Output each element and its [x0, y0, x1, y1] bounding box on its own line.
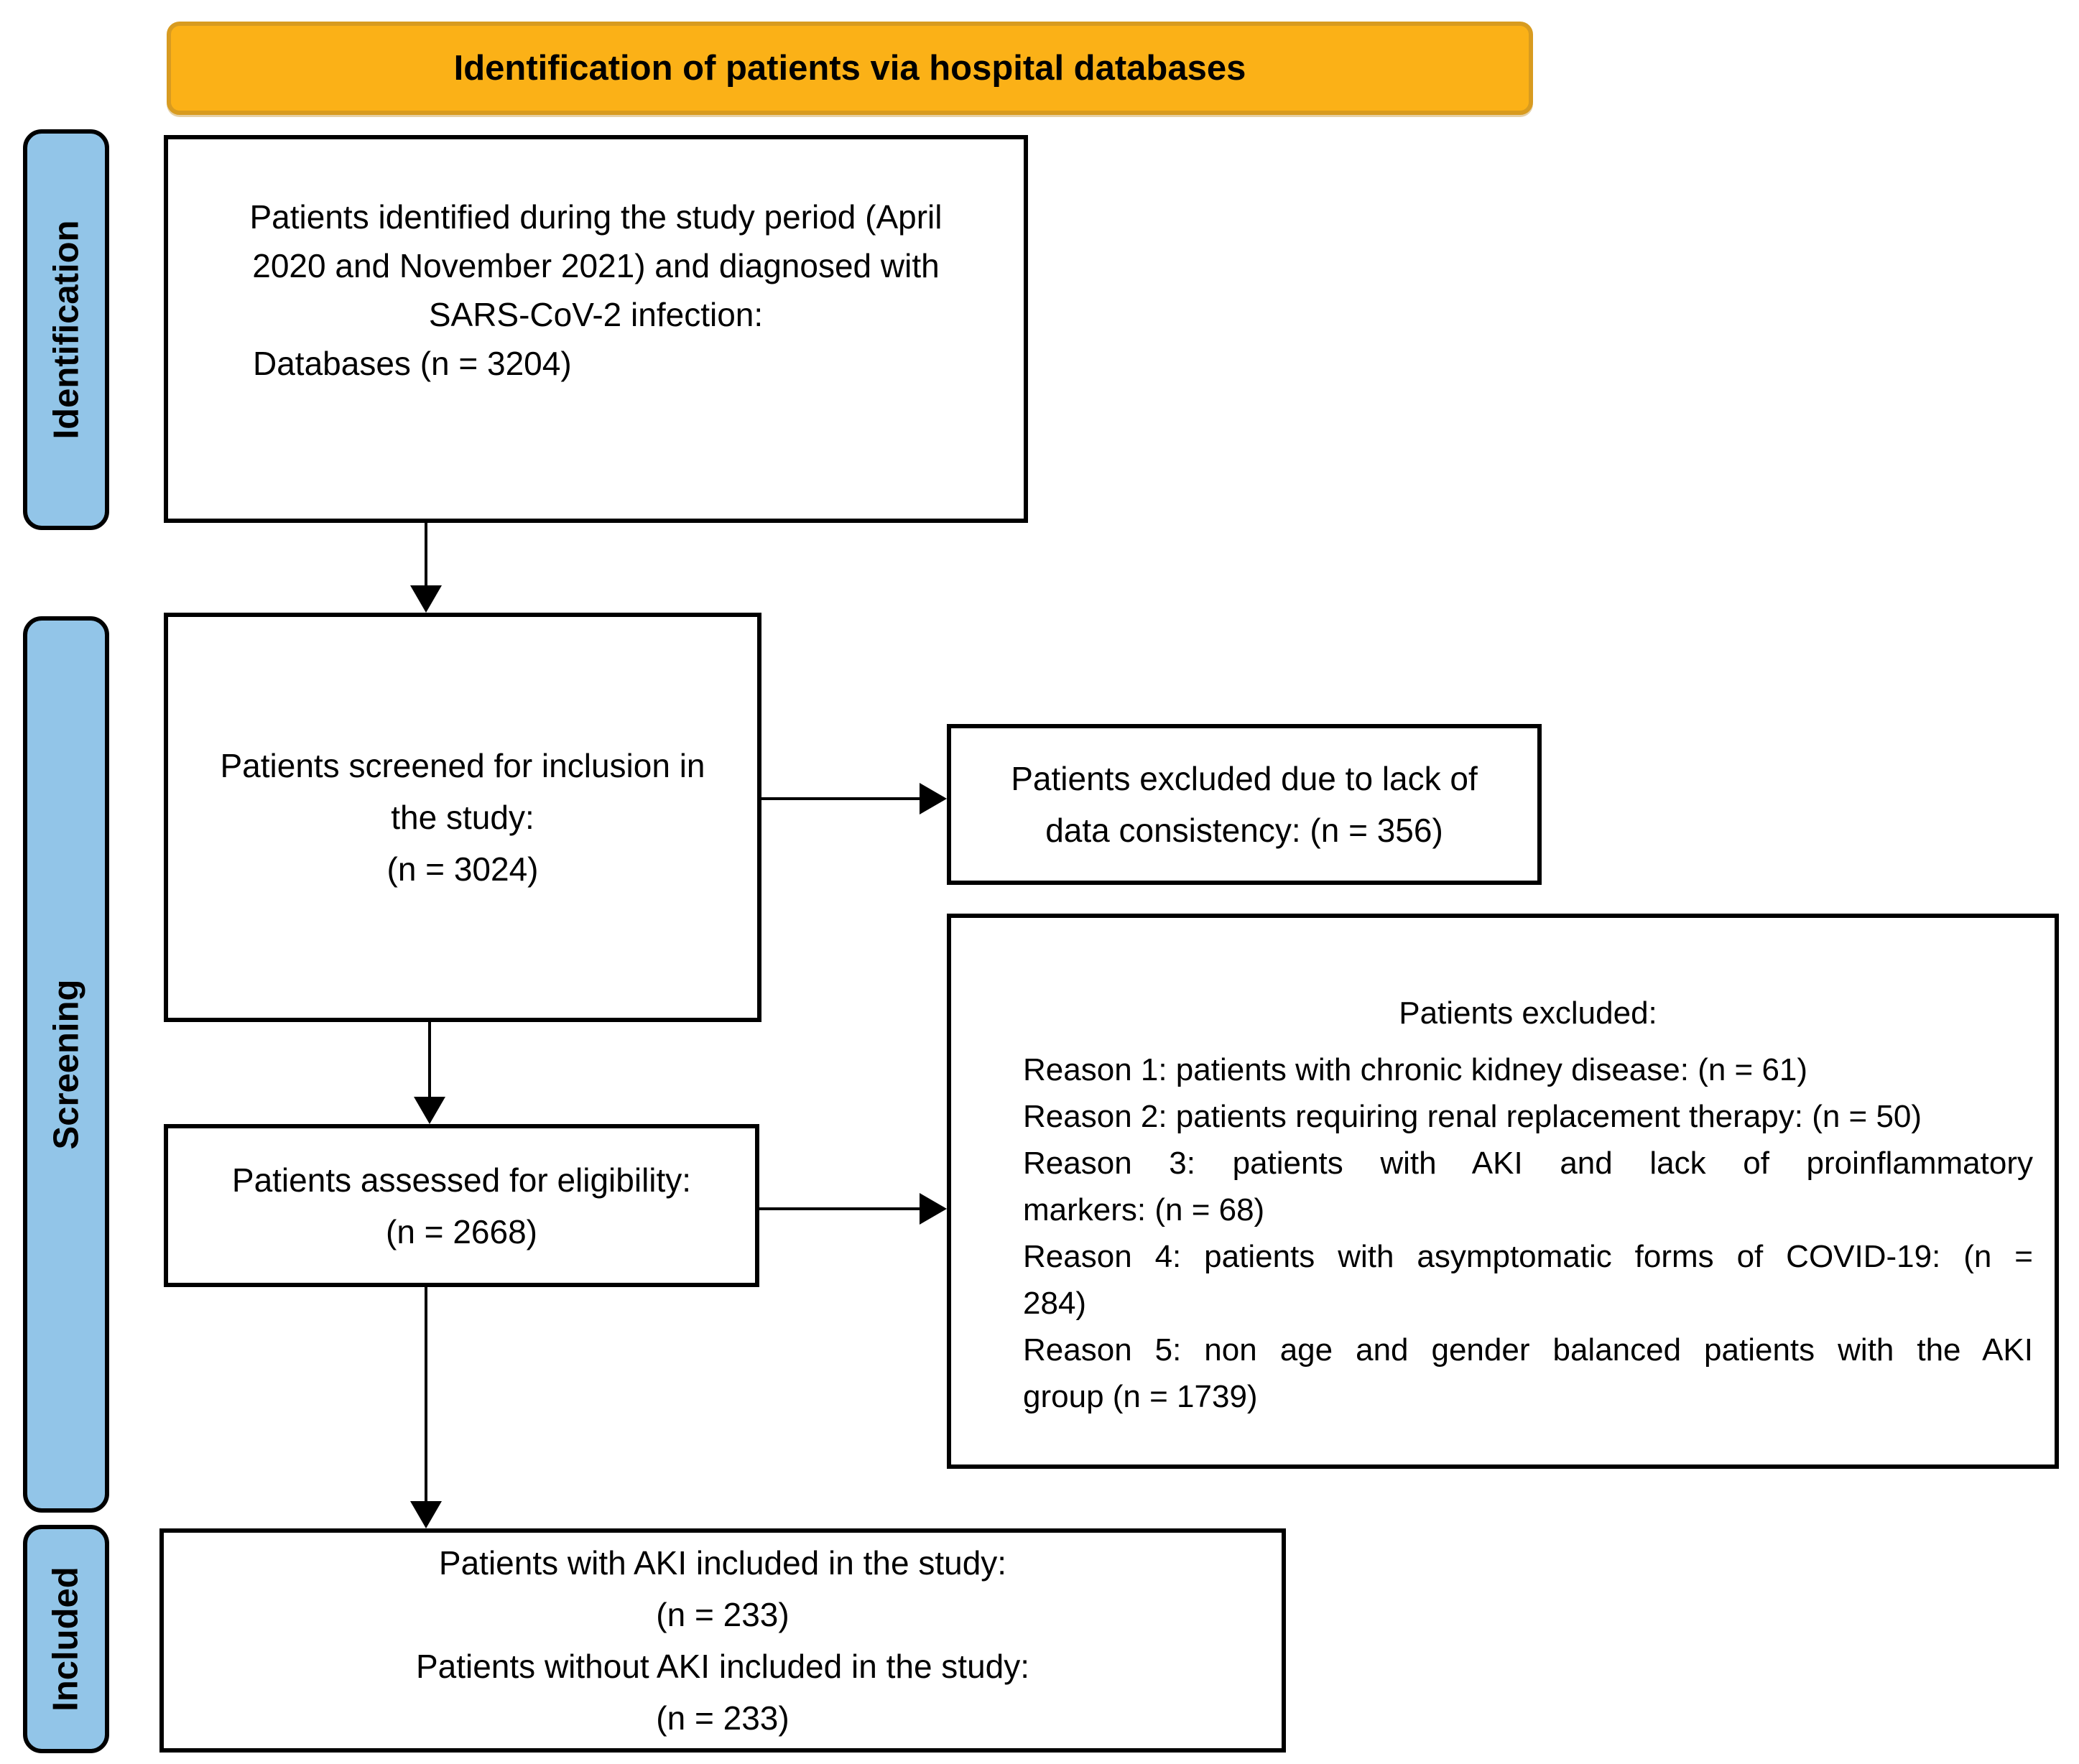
- box-patients-screened: Patients screened for inclusion in the s…: [164, 613, 761, 1022]
- arrow-assessed-to-reasons-line: [759, 1207, 920, 1210]
- arrow-screened-to-excluded-head: [920, 783, 947, 814]
- arrow-identified-to-screened-line: [425, 523, 427, 585]
- stage-label-screening-text: Screening: [47, 979, 86, 1150]
- reason-3-line-cont: markers: (n = 68): [1023, 1192, 1265, 1227]
- databases-count-line: Databases (n = 3204): [253, 345, 572, 382]
- arrow-screened-to-assessed-head: [414, 1097, 445, 1124]
- reason-1-line: Reason 1: patients with chronic kidney d…: [1023, 1052, 1808, 1087]
- box-patients-identified-text: Patients identified during the study per…: [168, 192, 1024, 339]
- diagram-title: Identification of patients via hospital …: [453, 49, 1246, 88]
- text-line: (n = 2668): [386, 1212, 537, 1250]
- stage-label-included: Included: [23, 1525, 109, 1753]
- reason-5-line: Reason 5: non age and gender balanced pa…: [1023, 1332, 2033, 1368]
- box-excluded-data-consistency: Patients excluded due to lack of data co…: [947, 724, 1542, 885]
- arrow-screened-to-assessed-line: [428, 1022, 431, 1097]
- text-line: Patients screened for inclusion in: [220, 747, 705, 784]
- reason-4-line: Reason 4: patients with asymptomatic for…: [1023, 1239, 2033, 1274]
- box-patients-assessed: Patients assessed for eligibility: (n = …: [164, 1124, 759, 1287]
- stage-label-identification-text: Identification: [47, 220, 86, 440]
- text-line: the study:: [391, 799, 534, 836]
- text-line: Patients assessed for eligibility:: [231, 1161, 692, 1199]
- arrow-screened-to-excluded-line: [761, 797, 920, 800]
- stage-label-screening: Screening: [23, 616, 109, 1513]
- text-line: Patients identified during the study per…: [249, 198, 943, 236]
- text-line: Patients without AKI included in the stu…: [415, 1648, 1030, 1685]
- text-line: Patients with AKI included in the study:: [438, 1544, 1007, 1582]
- arrow-assessed-to-reasons-head: [920, 1193, 947, 1225]
- arrow-assessed-to-included-head: [410, 1501, 442, 1528]
- reason-4-line-cont: 284): [1023, 1286, 1087, 1321]
- stage-label-included-text: Included: [47, 1566, 85, 1712]
- arrow-assessed-to-included-line: [425, 1287, 427, 1501]
- reason-5-line-cont: group (n = 1739): [1023, 1379, 1258, 1414]
- text-line: SARS-CoV-2 infection:: [428, 296, 764, 333]
- box-patients-identified: Patients identified during the study per…: [164, 135, 1028, 523]
- box-excluded-reasons: Patients excluded: Reason 1: patients wi…: [947, 914, 2059, 1469]
- reason-3-line: Reason 3: patients with AKI and lack of …: [1023, 1146, 2033, 1181]
- text-line: Patients excluded due to lack of: [1011, 760, 1478, 797]
- box-patients-included: Patients with AKI included in the study:…: [159, 1528, 1286, 1753]
- text-line: data consistency: (n = 356): [1045, 812, 1443, 849]
- text-line: (n = 3024): [386, 850, 539, 888]
- arrow-identified-to-screened-head: [410, 585, 442, 613]
- reason-2-line: Reason 2: patients requiring renal repla…: [1023, 1099, 1922, 1134]
- diagram-title-banner: Identification of patients via hospital …: [167, 22, 1533, 115]
- stage-label-identification: Identification: [23, 129, 109, 530]
- excluded-reasons-title: Patients excluded:: [1399, 995, 1657, 1031]
- text-line: (n = 233): [656, 1699, 790, 1737]
- text-line: 2020 and November 2021) and diagnosed wi…: [252, 247, 940, 284]
- text-line: (n = 233): [656, 1596, 790, 1633]
